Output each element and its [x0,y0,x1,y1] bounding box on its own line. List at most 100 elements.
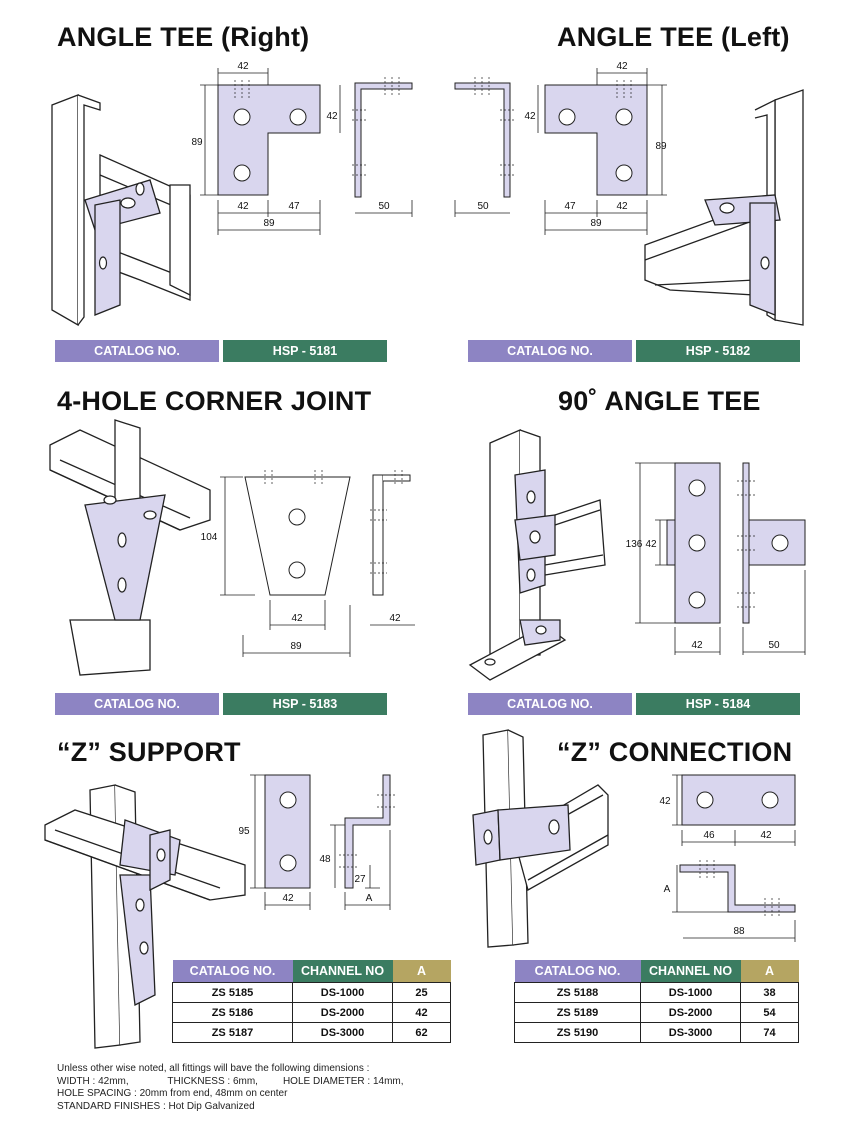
svg-text:89: 89 [263,218,275,229]
z-connection-table: CATALOG NO. CHANNEL NO A ZS 5188 DS-1000… [514,960,799,1043]
corner-joint-drawing: 104 42 89 42 [201,470,415,657]
90-angle-tee-drawing: 136 42 42 50 [626,462,806,655]
angle-tee-right-illustration [51,94,191,327]
catalog-label: CATALOG NO. [468,693,632,715]
cell: DS-3000 [292,1022,393,1043]
cell: ZS 5189 [514,1002,641,1023]
cell: 62 [392,1022,451,1043]
catalog-label: CATALOG NO. [468,340,632,362]
cell: DS-1000 [292,982,393,1003]
catalog-label: CATALOG NO. [55,340,219,362]
table-row: ZS 5190 DS-3000 74 [514,1022,799,1043]
svg-text:42: 42 [659,796,671,807]
svg-text:42: 42 [237,201,249,212]
table-row: ZS 5188 DS-1000 38 [514,982,799,1003]
svg-text:42: 42 [691,640,703,651]
corner-joint-illustration [49,419,211,676]
svg-text:A: A [664,884,671,895]
catalog-bar-5184: CATALOG NO. HSP - 5184 [468,693,800,715]
section-title-90-angle-tee: 90˚ ANGLE TEE [558,386,761,416]
svg-text:42: 42 [237,61,249,72]
cell: DS-2000 [292,1002,393,1023]
section-title-z-connection: “Z” CONNECTION [557,737,793,767]
svg-text:42: 42 [282,893,294,904]
svg-text:50: 50 [768,640,780,651]
table-header-row: CATALOG NO. CHANNEL NO A [172,960,451,983]
cell: 38 [740,982,799,1003]
catalog-value: HSP - 5181 [223,340,387,362]
section-title-4-hole-corner-joint: 4-HOLE CORNER JOINT [57,386,372,416]
note-line: HOLE SPACING : 20mm from end, 48mm on ce… [57,1088,288,1099]
svg-text:42: 42 [616,201,628,212]
svg-text:104: 104 [201,532,218,543]
svg-text:47: 47 [564,201,576,212]
svg-text:95: 95 [238,826,250,837]
col-channel-no: CHANNEL NO [292,960,393,983]
svg-text:42: 42 [524,111,536,122]
svg-text:48: 48 [319,854,331,865]
svg-text:50: 50 [477,201,489,212]
table-row: ZS 5186 DS-2000 42 [172,1002,451,1023]
cell: DS-1000 [640,982,741,1003]
dimension-notes: Unless other wise noted, all fittings wi… [57,1063,404,1113]
angle-tee-left-drawing: 42 42 89 50 47 42 89 [454,61,667,235]
col-catalog-no: CATALOG NO. [172,960,293,983]
catalog-bar-5183: CATALOG NO. HSP - 5183 [55,693,387,715]
catalog-value: HSP - 5183 [223,693,387,715]
catalog-label: CATALOG NO. [55,693,219,715]
col-a: A [392,960,451,983]
svg-text:42: 42 [616,61,628,72]
svg-text:89: 89 [191,137,203,148]
cell: DS-3000 [640,1022,741,1043]
table-row: ZS 5185 DS-1000 25 [172,982,451,1003]
note-line: Unless other wise noted, all fittings wi… [57,1063,370,1074]
svg-text:89: 89 [290,641,302,652]
cell: ZS 5188 [514,982,641,1003]
cell: ZS 5187 [172,1022,293,1043]
svg-text:42: 42 [326,111,338,122]
catalog-value: HSP - 5182 [636,340,800,362]
cell: ZS 5190 [514,1022,641,1043]
svg-text:136: 136 [626,539,643,550]
col-a: A [740,960,799,983]
90-angle-tee-illustration [468,429,606,681]
section-title-angle-tee-right: ANGLE TEE (Right) [57,22,310,52]
cell: DS-2000 [640,1002,741,1023]
note-line: STANDARD FINISHES : Hot Dip Galvanized [57,1100,255,1112]
z-connection-illustration [472,729,609,948]
svg-text:88: 88 [733,926,745,937]
svg-text:42: 42 [389,613,401,624]
z-support-drawing: 95 48 27 42 A [238,774,397,910]
svg-text:A: A [366,893,373,904]
z-support-illustration [44,784,246,1049]
angle-tee-left-illustration [644,89,804,326]
angle-tee-right-drawing: 42 89 42 42 47 89 50 [191,61,413,235]
table-row: ZS 5187 DS-3000 62 [172,1022,451,1043]
col-channel-no: CHANNEL NO [640,960,741,983]
z-support-table: CATALOG NO. CHANNEL NO A ZS 5185 DS-1000… [172,960,451,1043]
svg-text:27: 27 [354,874,366,885]
section-title-angle-tee-left: ANGLE TEE (Left) [557,22,790,52]
svg-text:42: 42 [760,830,772,841]
section-title-z-support: “Z” SUPPORT [57,737,241,767]
catalog-bar-5181: CATALOG NO. HSP - 5181 [55,340,387,362]
cell: ZS 5185 [172,982,293,1003]
svg-text:42: 42 [645,539,657,550]
table-header-row: CATALOG NO. CHANNEL NO A [514,960,799,983]
catalog-value: HSP - 5184 [636,693,800,715]
svg-text:50: 50 [378,201,390,212]
svg-text:89: 89 [655,141,667,152]
col-catalog-no: CATALOG NO. [514,960,641,983]
z-connection-drawing: 42 46 42 A 88 [659,774,796,942]
svg-text:46: 46 [703,830,715,841]
catalog-bar-5182: CATALOG NO. HSP - 5182 [468,340,800,362]
cell: ZS 5186 [172,1002,293,1023]
note-line: WIDTH : 42mm, THICKNESS : 6mm, HOLE DIAM… [57,1075,404,1087]
cell: 54 [740,1002,799,1023]
cell: 25 [392,982,451,1003]
svg-text:89: 89 [590,218,602,229]
table-row: ZS 5189 DS-2000 54 [514,1002,799,1023]
cell: 42 [392,1002,451,1023]
cell: 74 [740,1022,799,1043]
svg-text:42: 42 [291,613,303,624]
